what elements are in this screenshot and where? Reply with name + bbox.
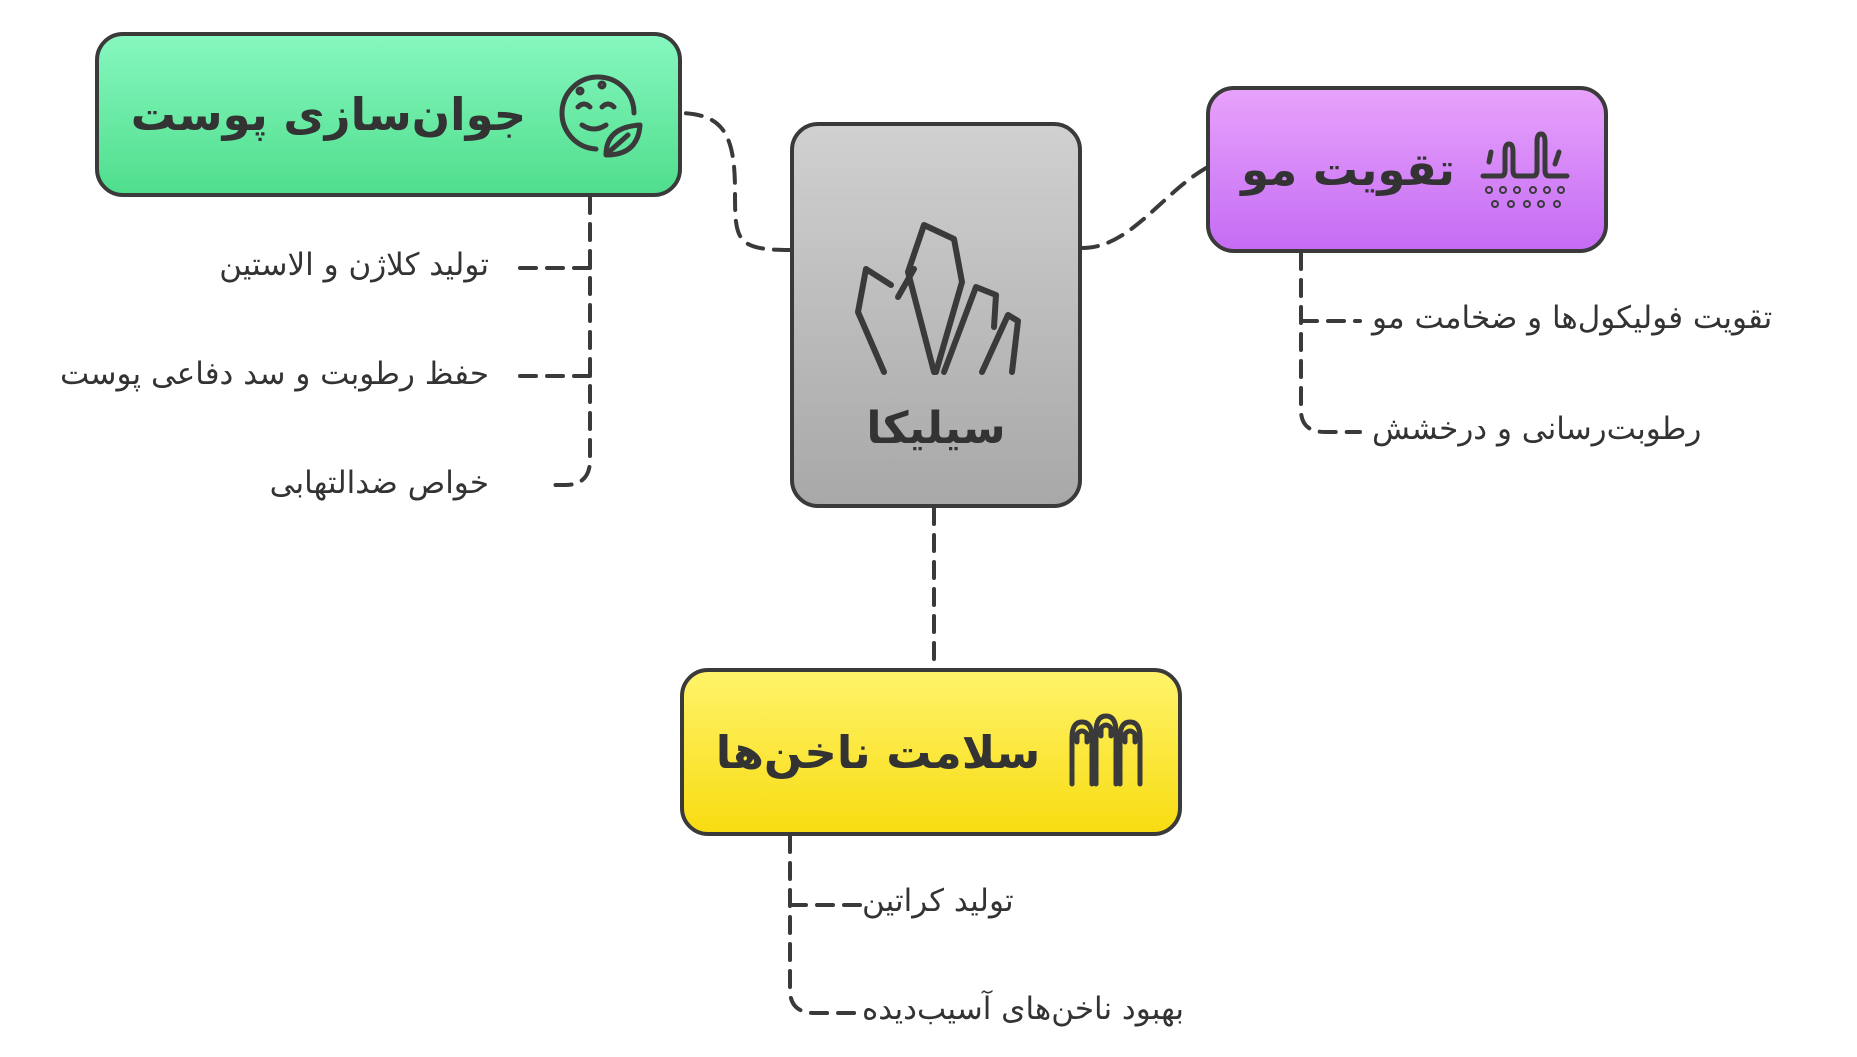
face-leaf-icon <box>559 74 643 157</box>
hair-title: تقویت مو <box>1241 143 1455 196</box>
crystal-icon <box>855 221 1021 375</box>
skin-title: جوان‌سازی پوست <box>130 88 527 141</box>
skin-item-moisture: حفظ رطوبت و سد دفاعی پوست <box>60 356 489 392</box>
hair-item-shine: رطوبت‌رسانی و درخشش <box>1372 411 1702 447</box>
nails-item-keratin: تولید کراتین <box>862 883 1014 919</box>
skin-item-collagen: تولید کلاژن و الاستین <box>219 247 489 283</box>
hair-follicle-icon <box>1480 131 1570 208</box>
center-label: سیلیکا <box>866 402 1006 454</box>
nails-node: سلامت ناخن‌ها <box>680 668 1182 836</box>
hair-item-follicles: تقویت فولیکول‌ها و ضخامت مو <box>1372 300 1773 336</box>
nails-item-repair: بهبود ناخن‌های آسیب‌دیده <box>862 991 1185 1027</box>
skin-item-anti-inflammatory: خواص ضدالتهابی <box>269 465 489 501</box>
center-node: سیلیکا <box>790 122 1082 508</box>
fingernails-icon <box>1069 713 1143 787</box>
nails-title: سلامت ناخن‌ها <box>715 725 1041 779</box>
skin-node: جوان‌سازی پوست <box>95 32 682 197</box>
hair-node: تقویت مو <box>1206 86 1608 253</box>
